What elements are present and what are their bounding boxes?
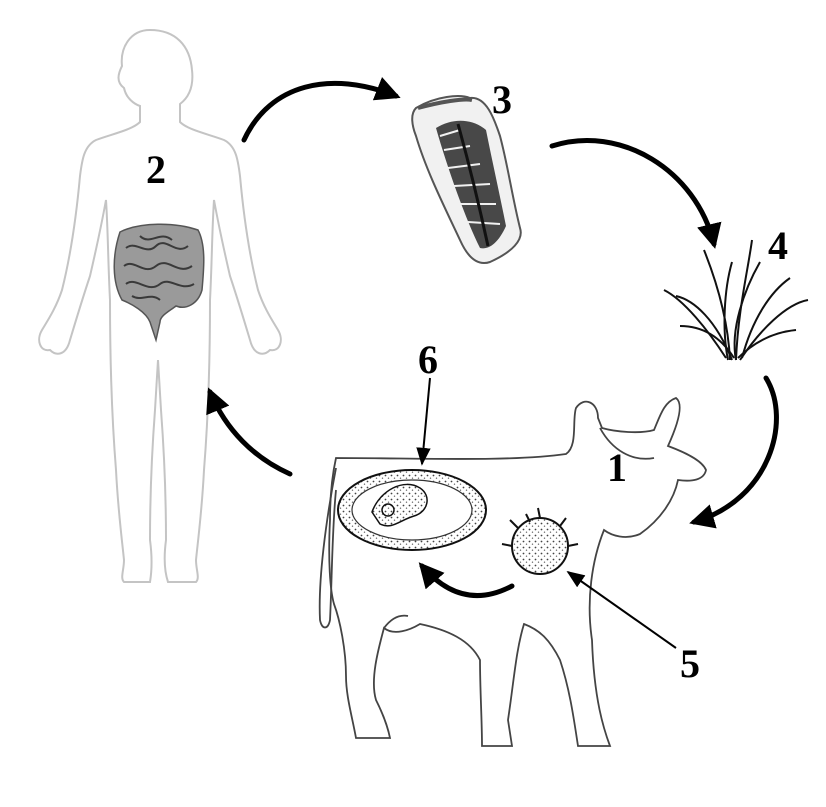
label-human: 2	[146, 147, 166, 192]
label-grass: 4	[768, 223, 788, 268]
pointer-lines	[416, 377, 677, 649]
arrow-cow-to-human	[206, 387, 293, 477]
label-cow: 1	[607, 445, 627, 490]
arrow-proglottid-to-grass	[549, 138, 722, 249]
arrow-oncosphere-to-cysticercus	[418, 562, 515, 599]
human-figure	[38, 28, 282, 583]
pointer-6	[416, 377, 431, 466]
cow-figure	[318, 396, 707, 747]
label-oncosphere: 5	[680, 641, 700, 686]
grass-icon	[663, 239, 809, 361]
proglottid-icon	[411, 95, 522, 264]
arrow-human-to-proglottid	[241, 77, 401, 143]
cysticercus-icon	[337, 469, 487, 551]
label-cysticercus: 6	[418, 337, 438, 382]
oncosphere-icon	[501, 507, 579, 575]
cycle-arrows	[206, 77, 779, 599]
pointer-5	[566, 570, 677, 649]
arrow-grass-to-cow	[689, 375, 779, 529]
intestine-icon	[113, 223, 205, 343]
label-proglottid: 3	[492, 77, 512, 122]
